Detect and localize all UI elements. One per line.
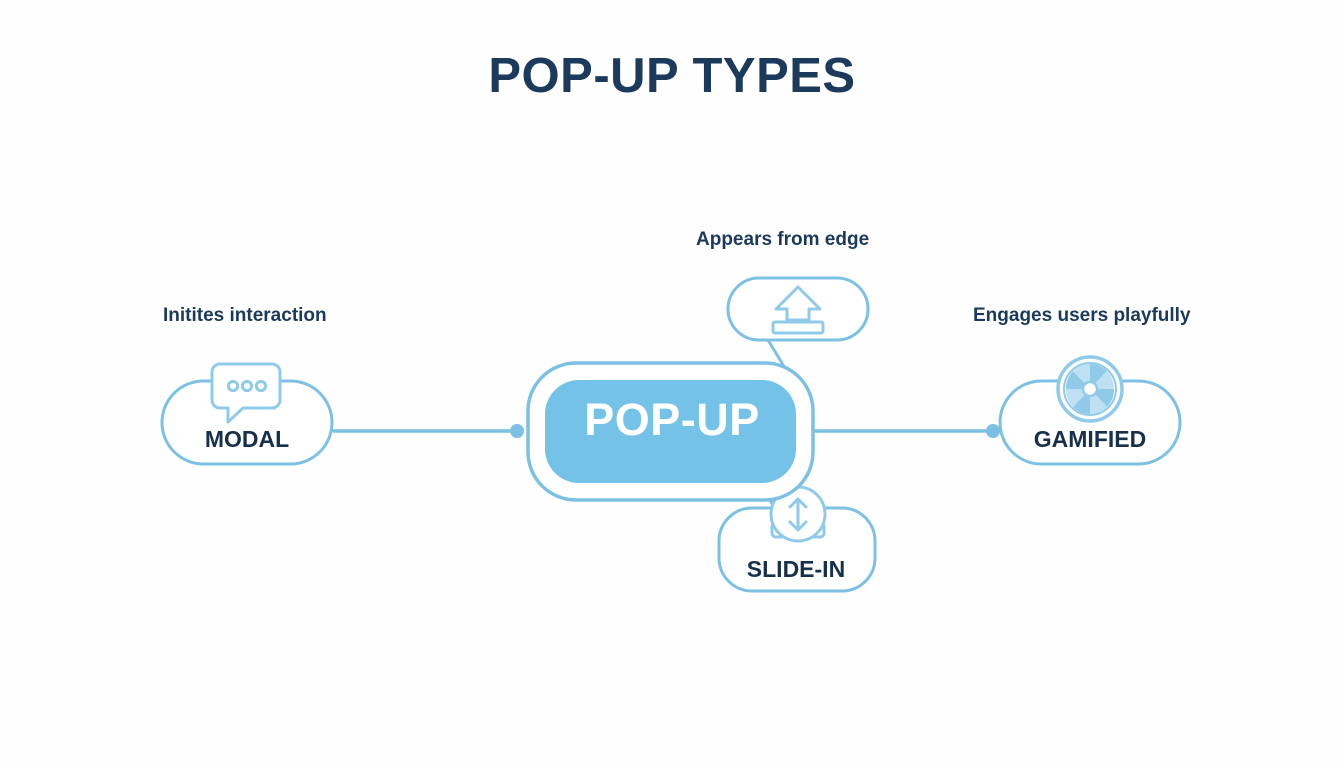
node-label-gamified: GAMIFIED — [1033, 426, 1147, 452]
node-center-popup[interactable] — [526, 361, 815, 502]
node-gamified[interactable] — [998, 355, 1182, 466]
upload-arrow-icon — [771, 285, 825, 335]
caption-modal: Initites interaction — [163, 305, 327, 326]
node-slidein[interactable] — [717, 485, 877, 593]
page-title: POP-UP TYPES — [488, 49, 856, 103]
connector-center-to-modal — [332, 424, 524, 438]
prize-wheel-icon — [1056, 355, 1124, 423]
caption-top-edge: Appears from edge — [696, 229, 870, 250]
slide-up-circle-arrow-icon — [769, 485, 827, 543]
node-label-modal: MODAL — [204, 426, 290, 452]
connector-center-to-gamified — [811, 424, 1000, 438]
caption-gamified: Engages users playfully — [973, 305, 1191, 326]
node-label-slidein: SLIDE-IN — [746, 556, 846, 582]
node-label-center: POP-UP — [584, 394, 760, 445]
node-modal[interactable] — [160, 362, 334, 466]
speech-bubble-dots-icon — [210, 362, 282, 424]
node-top-edge[interactable] — [726, 276, 870, 342]
